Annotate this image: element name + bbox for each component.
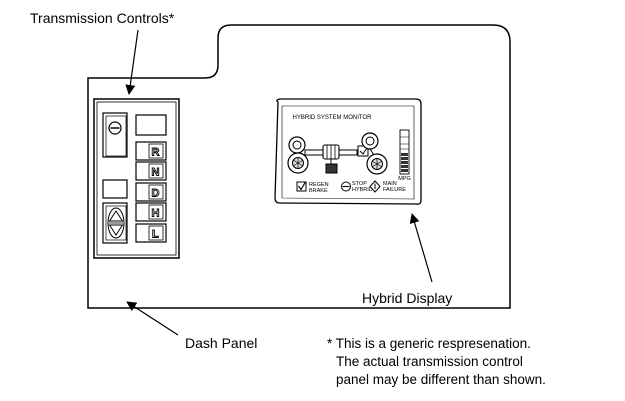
svg-text:MAIN: MAIN <box>383 181 397 187</box>
blank-button-top[interactable] <box>135 114 167 136</box>
drive-wheel-icon <box>357 132 388 175</box>
dash-panel-label: Dash Panel <box>185 335 257 351</box>
svg-text:L: L <box>152 229 159 241</box>
legend-regen-brake: REGEN BRAKE <box>296 181 329 194</box>
svg-text:N: N <box>152 167 160 179</box>
gear-button-h[interactable]: H <box>135 202 167 222</box>
legend-stop-hybrid: STOP HYBRID <box>341 181 373 193</box>
blank-button-middle[interactable] <box>102 179 128 199</box>
hybrid-display-label: Hybrid Display <box>362 290 452 306</box>
svg-text:D: D <box>152 188 160 200</box>
dash-panel-outline <box>87 24 511 309</box>
motor-icon <box>322 144 340 160</box>
gear-button-r[interactable]: R <box>135 141 167 161</box>
transmission-pointer <box>125 29 139 95</box>
footnote-line-2: The actual transmission control <box>336 354 523 369</box>
svg-text:R: R <box>152 147 160 159</box>
svg-text:REGEN: REGEN <box>309 182 329 188</box>
legend-main-failure: MAIN FAILURE <box>369 180 406 193</box>
engine-wheel-icon <box>287 136 309 174</box>
up-down-arrows-icon <box>107 207 125 239</box>
hybrid-system-monitor: HYBRID SYSTEM MONITOR <box>274 98 422 205</box>
gear-button-l[interactable]: L <box>135 223 167 243</box>
check-icon <box>296 181 307 192</box>
gear-button-n[interactable]: N <box>135 161 167 181</box>
neutral-toggle-button[interactable] <box>102 112 128 158</box>
svg-text:MPG: MPG <box>398 176 411 182</box>
up-down-toggle-button[interactable] <box>102 202 128 244</box>
mpg-gauge: MPG <box>398 129 411 182</box>
footnote-line-1: * This is a generic respresenation. <box>327 336 531 351</box>
svg-text:H: H <box>152 208 160 220</box>
transmission-control-panel: R N D H L <box>93 98 180 259</box>
footnote-line-3: panel may be different than shown. <box>336 372 546 387</box>
svg-text:BRAKE: BRAKE <box>309 188 328 194</box>
transmission-controls-label: Transmission Controls* <box>30 10 175 26</box>
svg-text:HYBRID: HYBRID <box>352 187 373 193</box>
monitor-title: HYBRID SYSTEM MONITOR <box>293 115 373 121</box>
gear-button-d[interactable]: D <box>135 182 167 202</box>
hybrid-display-pointer <box>409 213 433 283</box>
battery-icon <box>325 159 338 174</box>
dash-panel-pointer <box>126 301 179 336</box>
circle-minus-icon <box>108 121 122 135</box>
svg-text:STOP: STOP <box>352 181 367 187</box>
svg-text:FAILURE: FAILURE <box>383 187 406 193</box>
